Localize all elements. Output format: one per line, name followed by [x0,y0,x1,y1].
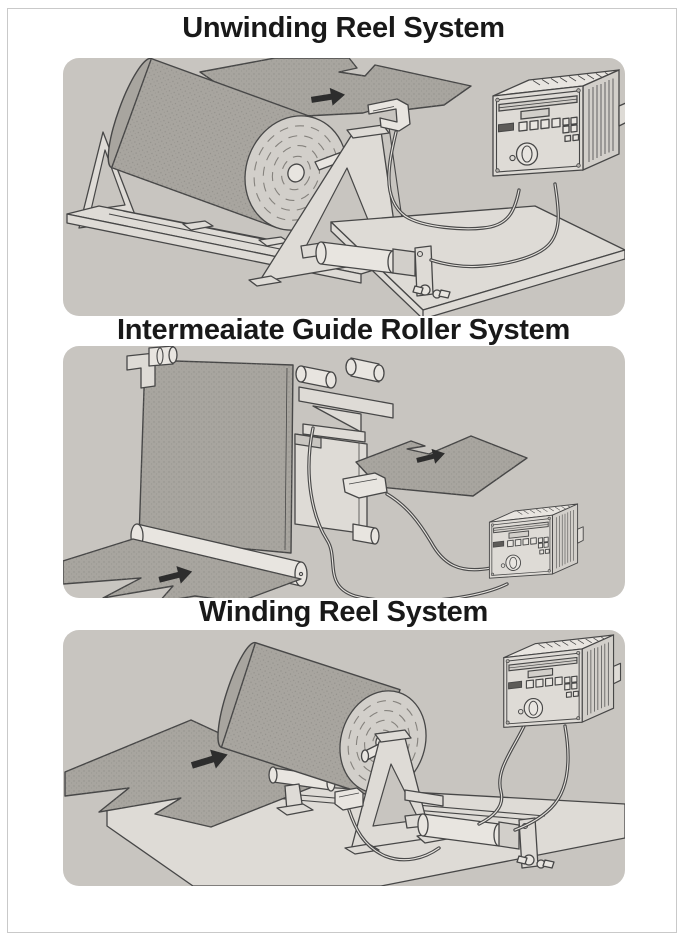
web-sheet [64,719,326,828]
bearing-block [346,124,390,139]
edge-sensor [342,472,388,499]
intermediate-guide-roller-illustration [63,346,625,598]
floor-web-sheet [63,538,302,598]
right-base-plate [330,205,625,316]
reel-stand [344,729,448,855]
controller-box [488,503,584,579]
winding-reel [217,641,427,796]
vertical-web [138,359,294,554]
edge-sensor [334,787,364,811]
reel-hub [287,163,305,183]
lead-in-roller [268,766,336,816]
top-left-hanger [126,346,178,389]
unwind-reel [107,58,352,231]
unwinding-reel-drawing [66,58,625,316]
controller-box [503,634,622,728]
guide-roller-drawing [63,346,584,598]
section-title-unwinding: Unwinding Reel System [182,12,505,44]
winding-reel-drawing [64,634,625,886]
unwinding-reel-illustration [63,58,625,316]
controller-box [492,69,625,177]
section-title-intermediate: Intermeaiate Guide Roller System [117,314,570,346]
bearing-block [374,729,412,743]
section-title-winding: Winding Reel System [199,596,488,628]
horizontal-web-sheet [355,435,528,497]
winding-reel-illustration [63,630,625,886]
column-roller [370,527,380,545]
edge-sensor [367,98,411,132]
actuator [300,241,451,299]
